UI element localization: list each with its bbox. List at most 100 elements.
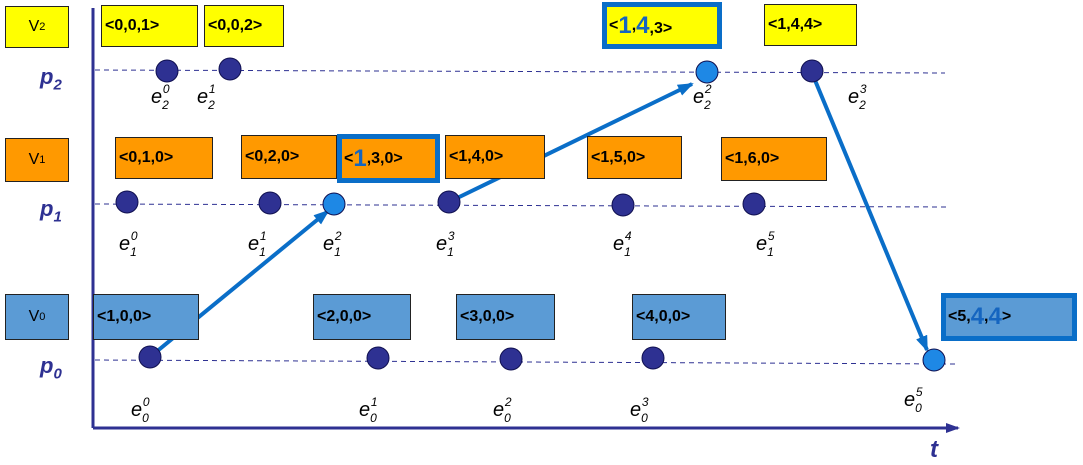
- ev-e0-3-sup: 3: [641, 395, 649, 409]
- event-dot-e2-2: [695, 60, 719, 84]
- vc-p1-2-part-2: ,3,0>: [366, 149, 403, 167]
- timeline-p1: [94, 203, 949, 208]
- vc-p2-2-part-3: 4: [636, 11, 650, 39]
- event-label-e1-3: e1 3: [436, 229, 455, 259]
- ev-e1-4-sup: 4: [624, 229, 632, 243]
- process-label-p0-sub: 0: [53, 365, 62, 383]
- vc-p2-2-part-0: <: [609, 16, 619, 34]
- process-label-p1-base: p: [40, 196, 54, 221]
- ev-e0-0-base: e: [131, 399, 143, 421]
- event-label-e2-2: e2 2: [693, 82, 712, 112]
- vector-clock-p0-2: <3,0,0>: [456, 294, 555, 340]
- process-label-p2-sub: 2: [53, 76, 62, 94]
- ev-e1-0-sup: 0: [130, 229, 138, 243]
- event-label-e0-2: e02: [493, 395, 512, 425]
- vector-label-v1-base: V: [28, 151, 40, 168]
- vector-label-v2-sub: 2: [39, 21, 46, 33]
- ev-e2-0-base: e: [151, 86, 163, 108]
- time-axis-label: t: [930, 436, 938, 463]
- ev-e1-4-sub: 1: [624, 245, 631, 259]
- ev-e1-0-sub: 1: [130, 245, 137, 259]
- ev-e0-5-sup: 5: [915, 385, 923, 399]
- vector-label-v0-base: V: [28, 308, 40, 325]
- event-dot-e1-1: [258, 191, 282, 215]
- vc-p0-5-part-0: <5,: [948, 308, 971, 325]
- ev-e1-4-base: e: [613, 233, 625, 255]
- vector-clock-p1-0: <0,1,0>: [115, 137, 213, 179]
- vector-clock-p2-1-text: <0,0,2>: [208, 17, 263, 34]
- vector-label-v1-sub: 1: [39, 154, 46, 166]
- vector-label-v0-sub: 0: [39, 311, 46, 323]
- vector-clock-p2-3: <1,4,4>: [764, 4, 857, 46]
- ev-e1-5-sup: 5: [767, 229, 775, 243]
- timeline-p0: [94, 359, 959, 365]
- process-label-p2: p2: [40, 64, 62, 93]
- process-label-p0: p0: [40, 353, 62, 382]
- process-label-p0-base: p: [40, 353, 54, 378]
- event-dot-e1-5: [742, 192, 766, 216]
- ev-e1-2-base: e: [323, 233, 335, 255]
- vector-clock-p0-0: <1,0,0>: [93, 294, 199, 340]
- ev-e1-1-base: e: [248, 233, 260, 255]
- ev-e2-3-sup: 3: [859, 82, 867, 96]
- vector-clock-p0-1: <2,0,0>: [313, 294, 411, 340]
- ev-e2-3-base: e: [848, 86, 860, 108]
- process-label-p2-base: p: [40, 64, 54, 89]
- event-dot-e0-2: [499, 347, 523, 371]
- event-dot-e1-3: [437, 190, 461, 214]
- vector-clock-p1-3: <1,4,0>: [445, 135, 545, 179]
- ev-e0-3-base: e: [630, 399, 642, 421]
- ev-e2-2-sub: 2: [704, 98, 711, 112]
- event-dot-e2-3: [800, 59, 824, 83]
- vc-p1-2-part-1: 1: [353, 144, 367, 172]
- vector-clock-p0-1-text: <2,0,0>: [317, 308, 372, 325]
- ev-e2-2-sup: 2: [704, 82, 712, 96]
- ev-e1-5-base: e: [756, 233, 768, 255]
- ev-e0-0-sup: 0: [142, 395, 150, 409]
- event-label-e0-1: e01: [359, 395, 378, 425]
- event-dot-e0-0: [138, 345, 162, 369]
- vector-clock-p1-1: <0,2,0>: [241, 135, 337, 179]
- event-dot-e1-4: [611, 193, 635, 217]
- vector-clock-p0-2-text: <3,0,0>: [460, 308, 515, 325]
- vector-clock-p2-1: <0,0,2>: [204, 5, 284, 47]
- event-label-e0-0: e0 0: [131, 395, 150, 425]
- vc-p2-2-part-2: ,: [631, 16, 637, 34]
- event-dot-e1-2: [322, 192, 346, 216]
- process-label-p1-sub: 1: [53, 208, 62, 226]
- process-label-p1: p1: [40, 196, 62, 225]
- vector-clock-p2-0-text: <0,0,1>: [105, 17, 160, 34]
- ev-e2-3-sub: 2: [859, 98, 866, 112]
- ev-e0-5-sub: 0: [915, 401, 922, 415]
- event-label-e1-1: e11: [248, 229, 267, 259]
- ev-e1-5-sub: 1: [767, 245, 774, 259]
- ev-e2-0-sub: 2: [162, 98, 169, 112]
- event-dot-e0-3: [641, 346, 665, 370]
- ev-e2-2-base: e: [693, 86, 705, 108]
- vector-clock-p1-1-text: <0,2,0>: [245, 148, 300, 165]
- event-label-e1-5: e1 5: [756, 229, 775, 259]
- vector-clock-p1-5-text: <1,6,0>: [725, 150, 780, 167]
- vector-clock-p2-0: <0,0,1>: [101, 5, 198, 47]
- ev-e0-2-sub: 0: [504, 411, 511, 425]
- vector-label-v2-base: V: [28, 18, 40, 35]
- ev-e0-0-sub: 0: [142, 411, 149, 425]
- vc-p2-2-part-4: ,3>: [649, 19, 673, 37]
- ev-e1-3-sub: 1: [447, 245, 454, 259]
- ev-e1-3-sup: 3: [447, 229, 455, 243]
- event-label-e1-0: e10: [119, 229, 138, 259]
- vector-clock-p1-0-text: <0,1,0>: [119, 149, 174, 166]
- ev-e0-2-base: e: [493, 399, 505, 421]
- ev-e2-0-sup: 0: [162, 82, 170, 96]
- vector-clock-p1-2-highlighted: <1,3,0>: [337, 134, 440, 183]
- ev-e2-1-base: e: [197, 86, 209, 108]
- ev-e1-3-base: e: [436, 233, 448, 255]
- vector-clock-p0-3-text: <4,0,0>: [636, 308, 691, 325]
- event-dot-e2-1: [218, 57, 242, 81]
- vector-clock-p1-3-text: <1,4,0>: [449, 148, 504, 165]
- vc-p0-5-part-2: ,: [984, 308, 989, 325]
